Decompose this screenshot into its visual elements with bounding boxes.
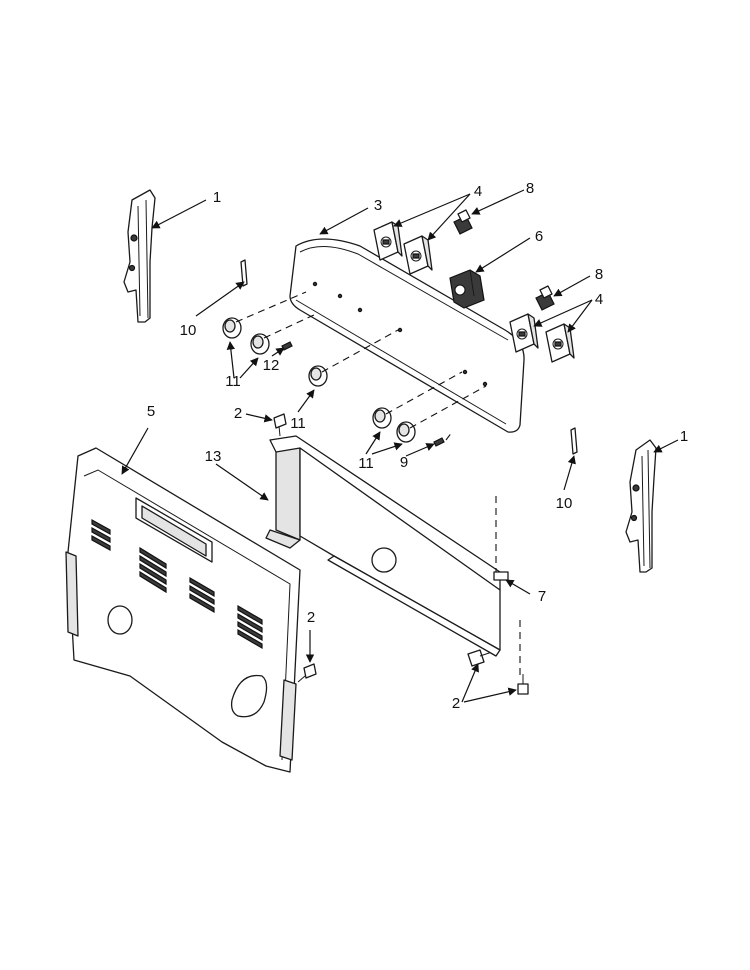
panel-hole [107, 605, 133, 635]
strap [493, 571, 509, 581]
side-bracket-left [123, 189, 156, 323]
vent-group-3 [189, 576, 215, 614]
callout-9: 9 [400, 454, 408, 471]
infinite-switch-lower-right [545, 323, 575, 363]
callout-8-lower: 8 [595, 266, 603, 283]
callout-11-left: 11 [225, 373, 241, 390]
vent-group-4 [237, 604, 263, 650]
knob-4 [372, 407, 392, 429]
clip-right [570, 427, 578, 455]
callout-2-mid: 2 [307, 609, 315, 626]
infinite-switch-lower-left [509, 313, 539, 353]
rear-panel [65, 447, 301, 773]
callout-11-right: 11 [358, 455, 374, 472]
clip-left [240, 259, 248, 287]
callout-11-center: 11 [290, 415, 306, 432]
control-console [289, 238, 525, 433]
infinite-switch-upper-right [403, 235, 433, 275]
callout-5: 5 [147, 403, 155, 420]
screw-2-upper [273, 413, 287, 437]
callout-12: 12 [263, 357, 280, 374]
vent-group-1 [91, 518, 111, 552]
callout-8-upper: 8 [526, 180, 534, 197]
knob-3 [308, 365, 328, 387]
callout-3: 3 [374, 197, 382, 214]
knob-2 [250, 333, 270, 355]
screw-2-lower-a [467, 649, 493, 667]
leader-lines [121, 189, 679, 703]
manifold-panel [265, 435, 501, 657]
electronic-control [449, 269, 485, 309]
display-window [135, 497, 213, 563]
panel-oval-cutout [230, 674, 268, 718]
infinite-switch-upper-left [373, 221, 403, 261]
callout-4-upper: 4 [474, 183, 482, 200]
callout-4-lower: 4 [595, 291, 603, 308]
callout-6: 6 [535, 228, 543, 245]
callout-2-upper: 2 [234, 405, 242, 422]
callout-1-right: 1 [680, 428, 688, 445]
callout-1-left: 1 [213, 189, 221, 206]
callout-10-right: 10 [556, 495, 573, 512]
assembly-lines [235, 291, 521, 678]
screw-2-lower-b [517, 674, 529, 695]
screw-2-mid [297, 663, 317, 683]
indicator-light-upper [453, 209, 473, 235]
callout-10-left: 10 [180, 322, 197, 339]
indicator-light-lower [535, 285, 555, 311]
screw-9 [433, 437, 445, 447]
callout-labels: 1 1 2 2 2 3 4 4 5 6 7 8 8 9 10 10 11 11 … [147, 180, 688, 712]
callout-13: 13 [205, 448, 222, 465]
callout-2-lower: 2 [452, 695, 460, 712]
knob-5 [396, 421, 416, 443]
side-bracket-right [625, 439, 657, 573]
vent-group-2 [139, 546, 167, 594]
callout-7: 7 [538, 588, 546, 605]
knob-1 [222, 317, 242, 339]
